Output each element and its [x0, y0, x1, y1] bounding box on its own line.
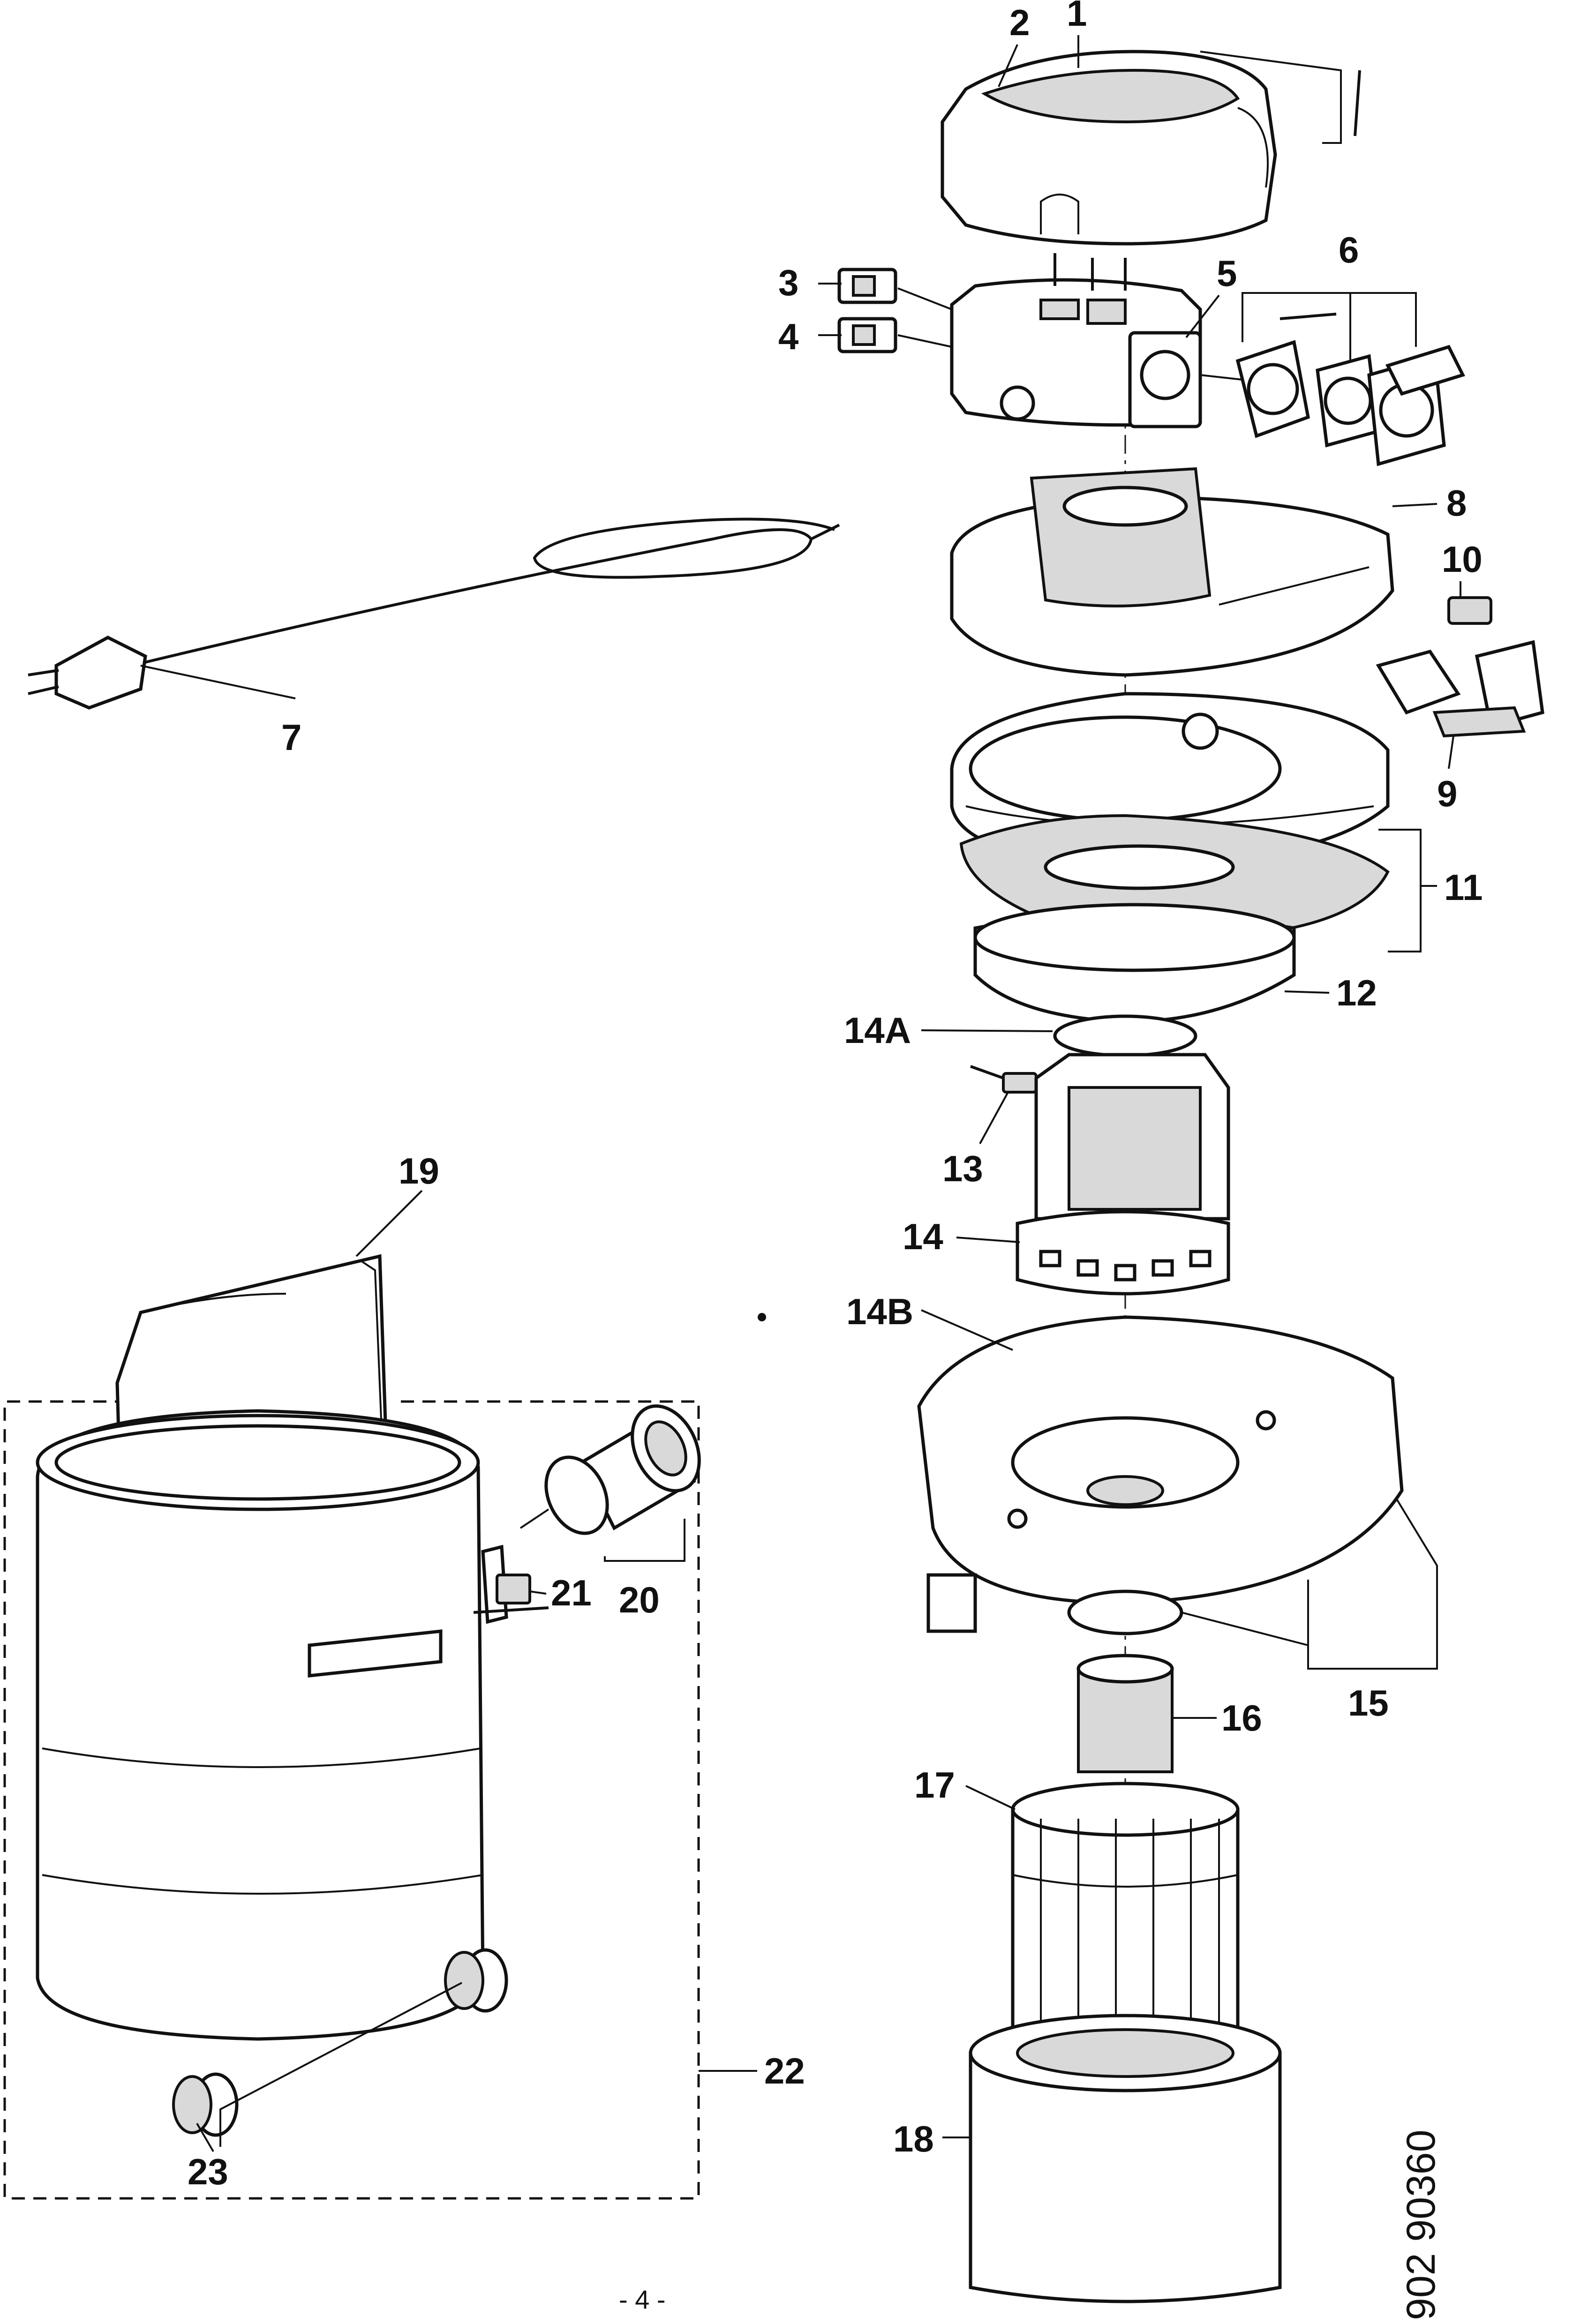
leader-14 — [956, 1237, 1020, 1243]
label-20: 20 — [619, 1579, 660, 1620]
label-12: 12 — [1336, 972, 1377, 1013]
leader-21 — [529, 1590, 547, 1595]
castor-rear — [444, 1948, 508, 2013]
carbon-brush — [970, 1065, 1038, 1094]
leader-19 — [355, 1190, 423, 1257]
switch-housing — [950, 253, 1202, 427]
filter-clip — [1447, 596, 1492, 625]
inlet-gasket — [544, 1455, 609, 1535]
switch-4-connector-line — [897, 334, 952, 348]
socket-screw — [1279, 313, 1337, 320]
thermal-switch-assembly — [1376, 640, 1544, 738]
label-22: 22 — [764, 2050, 805, 2092]
leader-5 — [1185, 294, 1220, 338]
socket-flange — [1235, 340, 1310, 438]
label-3: 3 — [778, 262, 798, 303]
label-13: 13 — [942, 1148, 983, 1189]
socket-gasket — [1316, 354, 1380, 448]
socket-cover-plate — [1367, 345, 1465, 466]
inlet-alignment-line — [519, 1508, 549, 1529]
leader-20-bracket — [604, 1519, 685, 1562]
label-6: 6 — [1339, 229, 1359, 270]
label-15: 15 — [1348, 1682, 1389, 1724]
motor-cover — [941, 50, 1277, 246]
leader-9 — [1448, 735, 1454, 769]
power-cord — [28, 517, 840, 710]
leader-23 — [219, 1982, 462, 2147]
label-8: 8 — [1446, 482, 1467, 524]
label-21: 21 — [551, 1572, 592, 1613]
leader-13 — [979, 1092, 1009, 1144]
leader-12 — [1284, 990, 1330, 994]
label-14b: 14B — [846, 1291, 913, 1332]
leader-15-bracket — [1307, 1499, 1438, 1670]
switch-3-connector-line — [897, 287, 952, 310]
drawing-code: 902 90360 — [1399, 2129, 1444, 2320]
leader-14b — [921, 1309, 1013, 1351]
dust-container — [36, 1409, 485, 2041]
label-18: 18 — [893, 2118, 934, 2159]
label-19: 19 — [399, 1150, 439, 1192]
stray-dot — [758, 1313, 766, 1321]
motor-top-bearing-cap — [1053, 1014, 1197, 1057]
label-9: 9 — [1437, 773, 1457, 814]
socket-module — [1128, 331, 1202, 428]
label-7: 7 — [281, 717, 301, 758]
label-11: 11 — [1444, 867, 1483, 908]
label-10: 10 — [1442, 539, 1483, 580]
motor-housing-top — [950, 467, 1394, 677]
label-4: 4 — [778, 316, 798, 357]
socket-alignment-line — [1200, 374, 1243, 381]
label-23: 23 — [188, 2151, 228, 2192]
label-1: 1 — [1067, 0, 1087, 34]
label-14: 14 — [903, 1216, 943, 1257]
cover-screw-leader — [1200, 51, 1342, 144]
seal-ring — [973, 903, 1296, 1024]
cover-screw — [1354, 70, 1361, 136]
motor-housing-bottom — [917, 1315, 1404, 1635]
label-16: 16 — [1221, 1697, 1262, 1739]
label-17: 17 — [914, 1764, 955, 1806]
hose-inlet — [579, 1404, 701, 1530]
castor-front — [172, 2072, 239, 2137]
leader-14a — [921, 1029, 1053, 1032]
leader-8 — [1392, 503, 1437, 507]
leader-7 — [140, 665, 296, 699]
motor — [1016, 1053, 1230, 1296]
page-number: - 4 - — [619, 2285, 666, 2314]
leader-23-b — [196, 2122, 214, 2152]
leader-2 — [998, 44, 1018, 87]
cartridge-filter — [969, 2014, 1282, 2303]
exhaust-tube — [1076, 1654, 1174, 1773]
leader-17 — [965, 1785, 1016, 1810]
label-14a: 14A — [844, 1010, 911, 1051]
container-latch — [473, 1544, 549, 1624]
switch-4 — [837, 317, 897, 353]
label-5: 5 — [1217, 253, 1237, 294]
leader-15-inner — [1181, 1612, 1309, 1646]
leader-11-bracket — [1378, 829, 1422, 952]
container-kit-boundary — [3, 1400, 700, 2200]
leader-6-bracket — [1242, 292, 1417, 347]
label-2: 2 — [1009, 2, 1030, 43]
switch-3 — [837, 268, 897, 304]
